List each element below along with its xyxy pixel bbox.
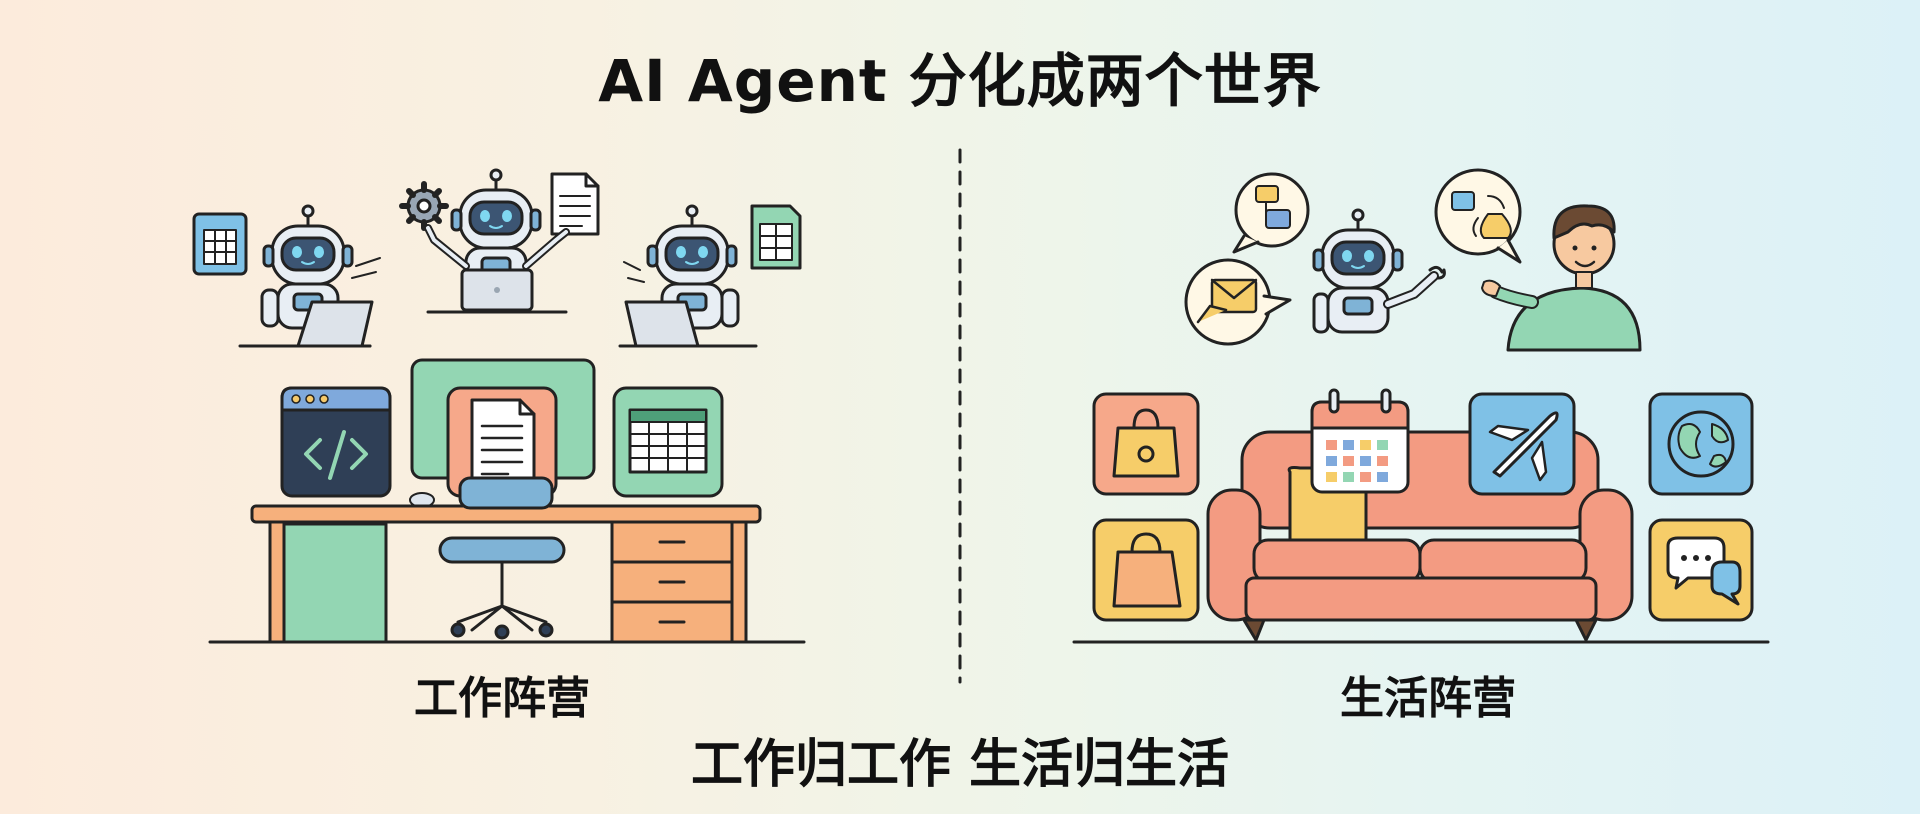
chat-icon [1648, 518, 1754, 622]
life-camp-label: 生活阵营 [1340, 673, 1516, 724]
cart-icon [1232, 172, 1310, 254]
robot-icon [646, 204, 740, 330]
globe-icon [1648, 392, 1754, 496]
laptop-icon [426, 268, 568, 314]
diagram-title: AI Agent 分化成两个世界 [598, 47, 1322, 115]
drawer-cabinet-icon [610, 520, 748, 644]
calendar-icon [1310, 388, 1410, 494]
code-window-icon [280, 386, 392, 498]
person-icon [1481, 204, 1642, 352]
shopping-bag-icon [1092, 392, 1200, 496]
office-chair-icon [438, 476, 566, 640]
envelope-icon [1184, 258, 1292, 346]
spreadsheet-icon [750, 204, 802, 270]
money-bag-icon [1434, 168, 1522, 264]
spreadsheet-icon [612, 386, 724, 498]
laptop-icon [618, 300, 758, 348]
gear-icon [399, 181, 449, 231]
desk-icon [250, 492, 762, 644]
airplane-icon [1468, 392, 1576, 496]
spreadsheet-icon [192, 212, 248, 276]
shopping-bag-icon [1092, 518, 1200, 622]
document-icon [446, 386, 558, 498]
document-icon [550, 172, 600, 236]
work-camp-label: 工作阵营 [414, 673, 590, 724]
slogan-caption: 工作归工作 生活归生活 [690, 735, 1230, 795]
robot-icon [1312, 208, 1446, 334]
robot-icon [260, 204, 354, 330]
